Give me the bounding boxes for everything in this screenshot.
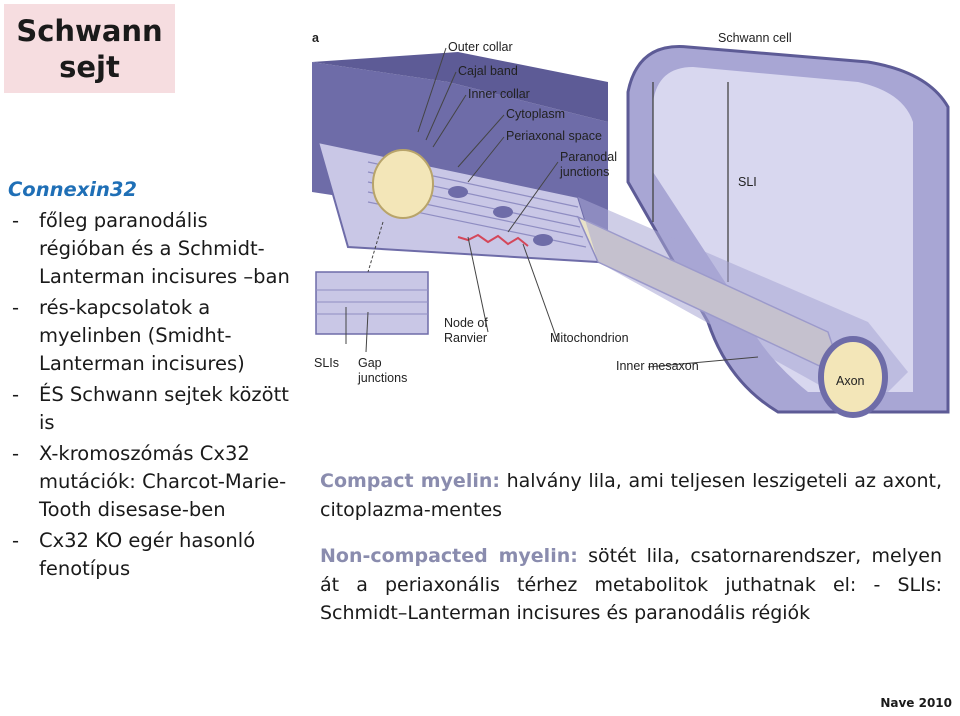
label-junctions: junctions bbox=[559, 165, 609, 179]
bullet-item: ÉS Schwann sejtek között is bbox=[8, 381, 298, 437]
axon-cut-end bbox=[373, 150, 433, 218]
caption: Compact myelin: halvány lila, ami teljes… bbox=[320, 467, 942, 646]
title-box: Schwann sejt bbox=[4, 4, 175, 93]
label-slis: SLIs bbox=[314, 356, 339, 370]
label-inner-mesaxon: Inner mesaxon bbox=[616, 359, 699, 373]
term-non-compacted-myelin: Non-compacted myelin: bbox=[320, 545, 578, 567]
label-gap: Gap bbox=[358, 356, 382, 370]
label-gap-junctions: junctions bbox=[357, 371, 407, 385]
label-node-of: Node of bbox=[444, 316, 488, 330]
connexin-heading: Connexin32 bbox=[8, 176, 298, 204]
mitochondrion bbox=[448, 186, 468, 198]
inset-box bbox=[316, 272, 428, 334]
mitochondrion bbox=[533, 234, 553, 246]
title-line-2: sejt bbox=[59, 49, 120, 85]
caption-compact-myelin: Compact myelin: halvány lila, ami teljes… bbox=[320, 467, 942, 524]
left-panel: Connexin32 főleg paranodális régióban és… bbox=[8, 176, 298, 586]
title-line-1: Schwann bbox=[16, 13, 162, 49]
bullet-item: X-kromoszómás Cx32 mutációk: Charcot-Mar… bbox=[8, 440, 298, 524]
bullet-item: főleg paranodális régióban és a Schmidt-… bbox=[8, 207, 298, 291]
label-periaxonal-space: Periaxonal space bbox=[506, 129, 602, 143]
label-paranodal: Paranodal bbox=[560, 150, 617, 164]
label-outer-collar: Outer collar bbox=[448, 40, 513, 54]
label-mitochondrion: Mitochondrion bbox=[550, 331, 629, 345]
label-cajal-band: Cajal band bbox=[458, 64, 518, 78]
bullet-item: rés-kapcsolatok a myelinben (Smidht-Lant… bbox=[8, 294, 298, 378]
term-compact-myelin: Compact myelin: bbox=[320, 470, 500, 492]
caption-non-compacted-myelin: Non-compacted myelin: sötét lila, csator… bbox=[320, 542, 942, 628]
source-credit: Nave 2010 bbox=[880, 696, 952, 710]
connexin-bullet-list: főleg paranodális régióban és a Schmidt-… bbox=[8, 207, 298, 583]
label-sli: SLI bbox=[738, 175, 757, 189]
panel-letter: a bbox=[312, 31, 320, 45]
label-cytoplasm: Cytoplasm bbox=[506, 107, 565, 121]
bullet-item: Cx32 KO egér hasonló fenotípus bbox=[8, 527, 298, 583]
label-ranvier: Ranvier bbox=[444, 331, 487, 345]
mitochondrion bbox=[493, 206, 513, 218]
label-axon: Axon bbox=[836, 374, 865, 388]
label-schwann-cell: Schwann cell bbox=[718, 31, 792, 45]
schwann-cell-diagram: a Outer collar Cajal band Inner collar C… bbox=[308, 22, 958, 442]
label-inner-collar: Inner collar bbox=[468, 87, 530, 101]
